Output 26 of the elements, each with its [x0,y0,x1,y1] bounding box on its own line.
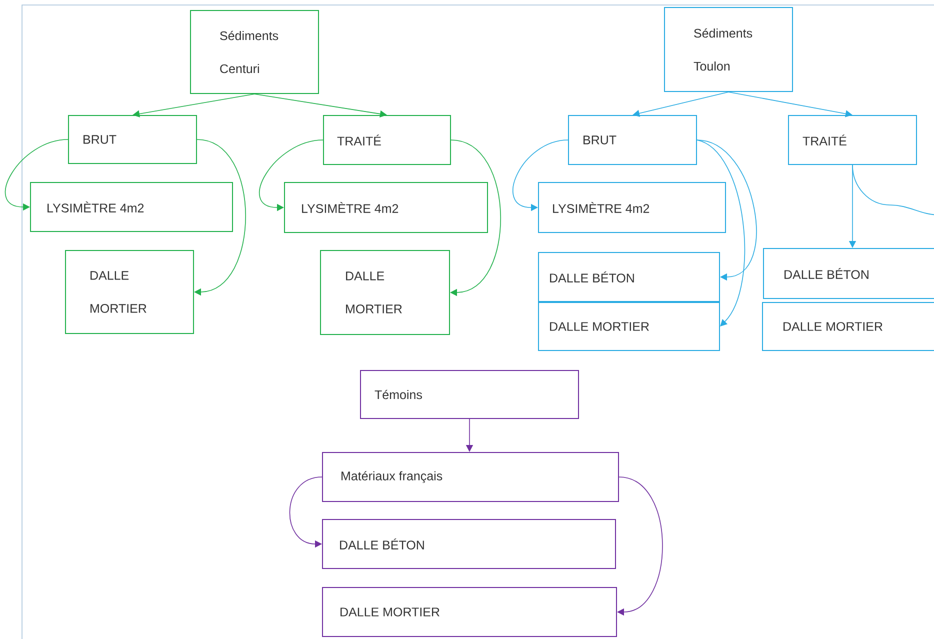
process-box: Témoins [360,370,579,419]
process-box: LYSIMÈTRE 4m2 [538,182,726,233]
process-box: DALLE BÉTON [322,519,616,569]
process-box: DALLE BÉTON [538,252,720,302]
process-box: DALLE MORTIER [762,302,934,351]
process-box: TRAITÉ [323,115,451,165]
arrow [132,94,255,118]
arrow [632,92,729,117]
process-box: LYSIMÈTRE 4m2 [284,182,488,233]
process-box: BRUT [68,115,197,164]
process-box: DALLE MORTIER [538,302,720,351]
arrow [696,140,757,281]
process-box: DALLE MORTIER [320,250,450,335]
process-box: DALLE MORTIER [65,250,194,334]
process-box: Matériaux français [322,452,619,502]
process-box: DALLE BÉTON [763,248,934,299]
process-box: Sédiments Centuri [190,10,319,94]
process-box: BRUT [568,115,697,165]
process-box: TRAITÉ [788,115,917,165]
process-box: DALLE MORTIER [322,587,617,637]
arrow [254,94,387,118]
arrow [696,140,745,326]
arrow [728,92,852,118]
process-box: LYSIMÈTRE 4m2 [30,182,233,232]
process-box: Sédiments Toulon [664,7,793,92]
connector-line [852,164,934,216]
